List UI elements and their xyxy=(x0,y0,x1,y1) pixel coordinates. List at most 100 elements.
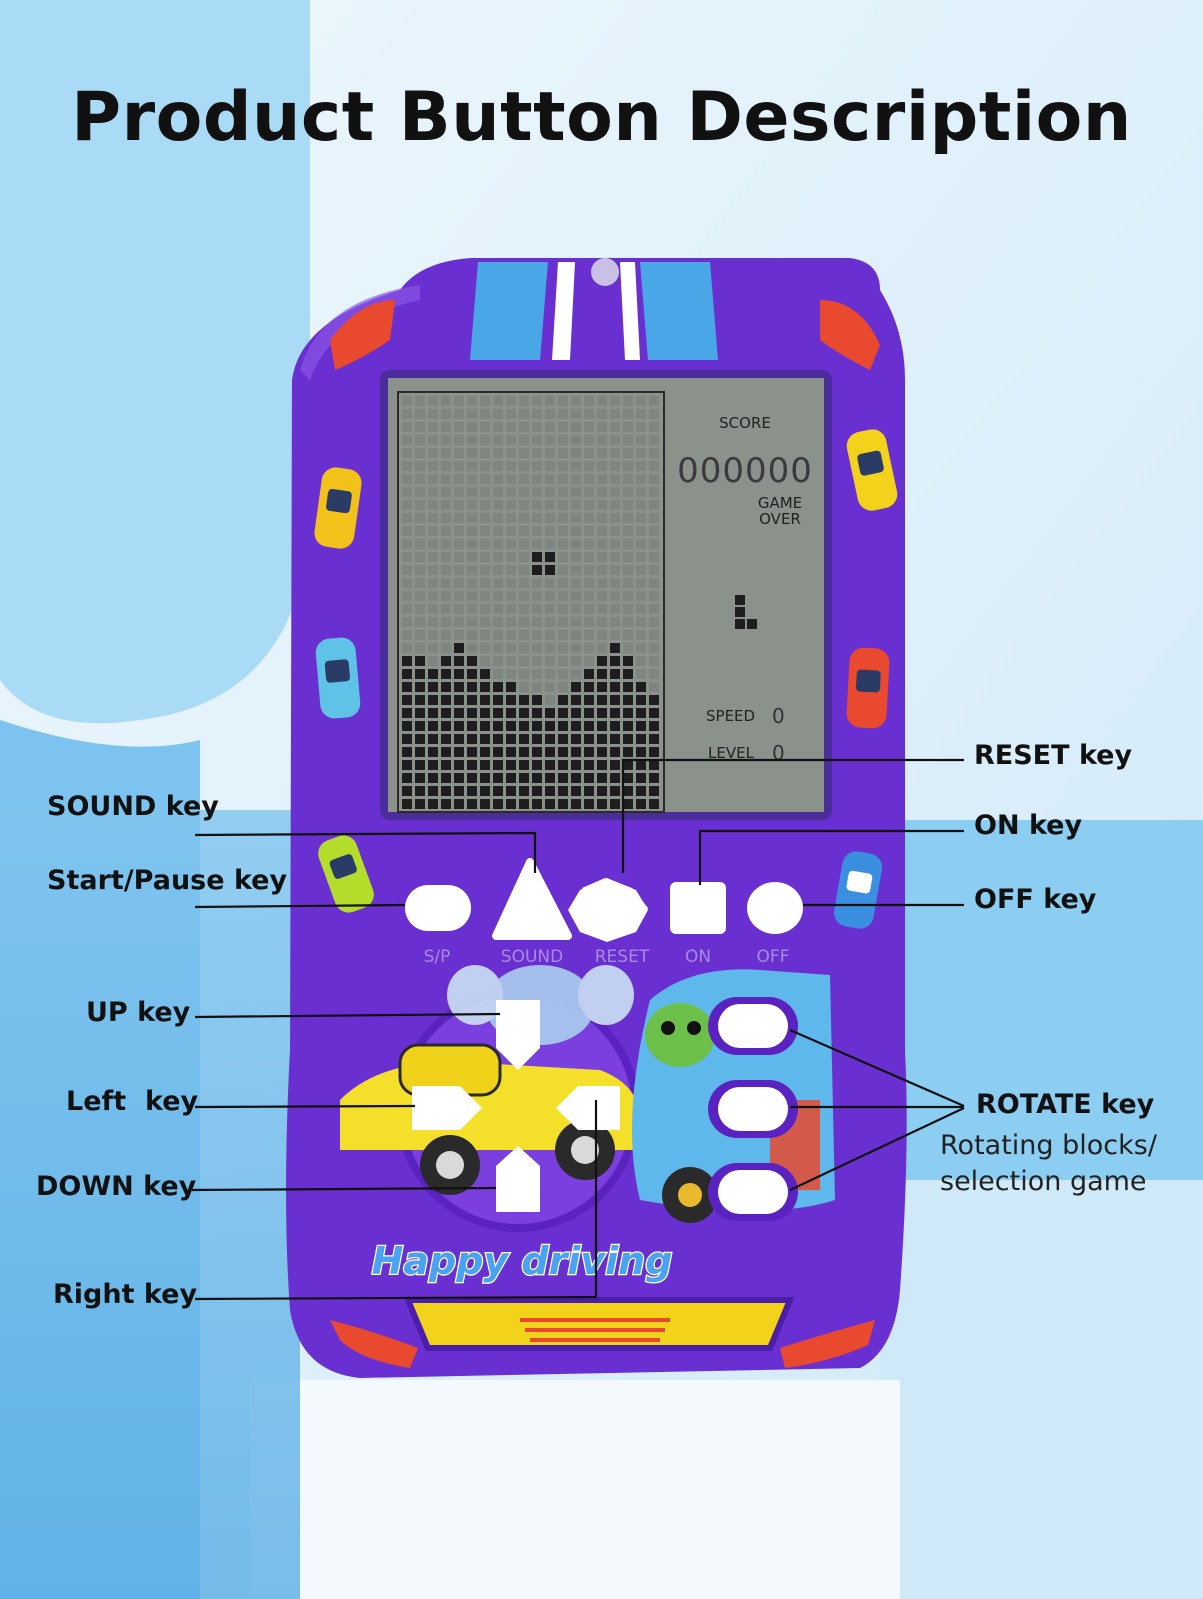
lcd-pixel xyxy=(480,396,490,406)
lcd-pixel xyxy=(402,760,412,770)
rotate-button-3 xyxy=(718,1170,788,1214)
stripe-right xyxy=(640,262,718,360)
lcd-pixel xyxy=(467,461,477,471)
lcd-pixel xyxy=(506,669,516,679)
lcd-pixel xyxy=(428,461,438,471)
lcd-pixel xyxy=(402,747,412,757)
lcd-pixel xyxy=(402,396,412,406)
lcd-pixel xyxy=(584,656,594,666)
lcd-pixel xyxy=(454,773,464,783)
lcd-pixel xyxy=(636,786,646,796)
lcd-pixel xyxy=(545,630,555,640)
lcd-pixel xyxy=(610,747,620,757)
lcd-pixel xyxy=(623,422,633,432)
lcd-pixel xyxy=(454,591,464,601)
lcd-pixel xyxy=(441,435,451,445)
lcd-pixel xyxy=(415,396,425,406)
lcd-pixel xyxy=(649,799,659,809)
level-label: LEVEL xyxy=(708,744,755,762)
lcd-pixel xyxy=(545,448,555,458)
lcd-pixel xyxy=(584,669,594,679)
lcd-pixel xyxy=(610,604,620,614)
lcd-pixel xyxy=(571,500,581,510)
lcd-pixel xyxy=(558,461,568,471)
lcd-pixel xyxy=(571,539,581,549)
lcd-pixel xyxy=(428,721,438,731)
lcd-pixel xyxy=(493,786,503,796)
callout-on-key: ON key xyxy=(974,810,1083,841)
lcd-pixel xyxy=(610,487,620,497)
lcd-pixel xyxy=(623,487,633,497)
lcd-pixel xyxy=(493,487,503,497)
lcd-pixel xyxy=(597,474,607,484)
stripe-left xyxy=(470,262,548,360)
lcd-pixel xyxy=(597,669,607,679)
lcd-pixel xyxy=(506,487,516,497)
lcd-pixel xyxy=(493,799,503,809)
lcd-pixel xyxy=(584,435,594,445)
lcd-pixel xyxy=(480,643,490,653)
lcd-pixel xyxy=(519,773,529,783)
lcd-pixel xyxy=(493,565,503,575)
on-button xyxy=(670,882,726,934)
lcd-pixel xyxy=(519,799,529,809)
lcd-pixel xyxy=(480,474,490,484)
lcd-pixel xyxy=(623,448,633,458)
lcd-pixel xyxy=(415,552,425,562)
lcd-pixel xyxy=(545,565,555,575)
lcd-pixel xyxy=(636,604,646,614)
lcd-pixel xyxy=(428,760,438,770)
sound-button xyxy=(492,858,572,940)
lcd-pixel xyxy=(480,448,490,458)
dpad-up-key xyxy=(496,1000,540,1070)
lcd-pixel xyxy=(597,409,607,419)
lcd-pixel xyxy=(506,526,516,536)
lcd-pixel xyxy=(558,734,568,744)
lcd-pixel xyxy=(545,786,555,796)
lcd-pixel xyxy=(506,773,516,783)
lcd-pixel xyxy=(649,435,659,445)
lcd-pixel xyxy=(649,695,659,705)
lcd-pixel xyxy=(623,656,633,666)
lcd-pixel xyxy=(545,539,555,549)
lcd-pixel xyxy=(428,435,438,445)
lcd-pixel xyxy=(597,708,607,718)
lcd-pixel xyxy=(649,409,659,419)
lcd-pixel xyxy=(428,500,438,510)
lcd-pixel xyxy=(428,526,438,536)
lcd-pixel xyxy=(467,656,477,666)
lcd-pixel xyxy=(623,500,633,510)
lcd-pixel xyxy=(402,578,412,588)
lcd-pixel xyxy=(402,643,412,653)
lcd-pixel xyxy=(584,760,594,770)
lcd-pixel xyxy=(493,552,503,562)
lcd-pixel xyxy=(636,552,646,562)
lcd-pixel xyxy=(402,656,412,666)
lcd-pixel xyxy=(610,422,620,432)
lcd-pixel xyxy=(480,786,490,796)
lcd-pixel xyxy=(454,552,464,562)
rotate-description-line-1: Rotating blocks/ xyxy=(940,1130,1157,1161)
lcd-pixel xyxy=(571,591,581,601)
lcd-pixel xyxy=(558,552,568,562)
lcd-pixel xyxy=(584,708,594,718)
lcd-pixel xyxy=(402,565,412,575)
lcd-pixel xyxy=(623,786,633,796)
lcd-pixel xyxy=(636,643,646,653)
lcd-pixel xyxy=(467,799,477,809)
lcd-pixel xyxy=(571,721,581,731)
car-sticker-red-right xyxy=(846,647,890,729)
lcd-pixel xyxy=(623,513,633,523)
lcd-pixel xyxy=(545,422,555,432)
lcd-pixel xyxy=(519,669,529,679)
lcd-pixel xyxy=(415,565,425,575)
lcd-pixel xyxy=(584,552,594,562)
lcd-pixel xyxy=(649,617,659,627)
lcd-pixel xyxy=(402,461,412,471)
lcd-pixel xyxy=(519,695,529,705)
lcd-pixel xyxy=(571,682,581,692)
lcd-pixel xyxy=(636,578,646,588)
lcd-pixel xyxy=(610,799,620,809)
lcd-pixel xyxy=(610,448,620,458)
